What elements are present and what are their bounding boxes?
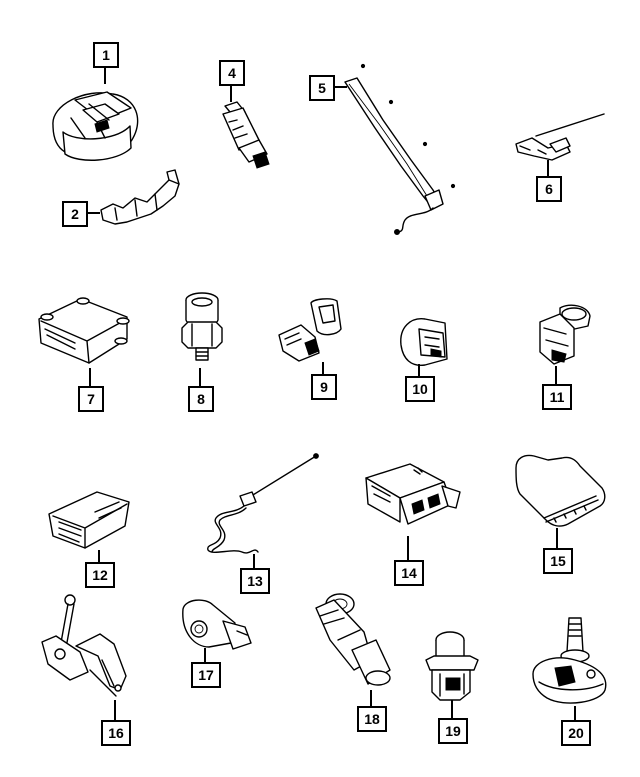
callout-1[interactable]: 1 — [93, 42, 119, 68]
part-20-illustration — [532, 617, 607, 704]
part-4-connector-sensor — [215, 100, 275, 180]
callout-16[interactable]: 16 — [101, 720, 131, 746]
part-18-sensor-assembly — [298, 590, 398, 700]
callout-13[interactable]: 13 — [240, 568, 270, 594]
part-2-illustration — [100, 169, 180, 225]
part-17-cam-sensor — [175, 595, 260, 655]
part-2-bracket — [95, 169, 185, 230]
part-13-wire-sensor — [198, 448, 328, 563]
callout-15[interactable]: 15 — [543, 548, 573, 574]
callout-4[interactable]: 4 — [219, 60, 245, 86]
part-9-illustration — [278, 298, 342, 362]
part-1-illustration — [52, 91, 139, 161]
callout-8[interactable]: 8 — [188, 386, 214, 412]
part-4-illustration — [222, 101, 270, 169]
part-16-illustration — [41, 594, 127, 697]
part-12-illustration — [48, 491, 130, 549]
callout-5[interactable]: 5 — [309, 75, 335, 101]
callout-17[interactable]: 17 — [191, 662, 221, 688]
callout-9[interactable]: 9 — [311, 374, 337, 400]
callout-11[interactable]: 11 — [542, 384, 572, 410]
part-8-illustration — [181, 292, 223, 361]
part-12-engine-control-module — [45, 488, 135, 553]
part-11-illustration — [539, 304, 591, 365]
part-17-illustration — [182, 599, 252, 650]
callout-20[interactable]: 20 — [561, 720, 591, 746]
callout-6[interactable]: 6 — [536, 176, 562, 202]
part-13-illustration — [207, 453, 319, 554]
part-10-illustration — [400, 318, 448, 366]
part-1-sensor-housing — [45, 80, 145, 170]
part-15-illustration — [515, 454, 606, 527]
callout-12[interactable]: 12 — [85, 562, 115, 588]
part-19-plug-sensor — [420, 630, 485, 705]
part-5-illustration — [344, 63, 456, 235]
part-15-cover-pad — [510, 448, 610, 533]
part-7-control-module — [35, 295, 135, 370]
part-11-dome-sensor — [530, 300, 600, 370]
part-19-illustration — [425, 631, 479, 701]
callout-14[interactable]: 14 — [394, 560, 424, 586]
callout-7[interactable]: 7 — [78, 386, 104, 412]
part-6-illustration — [515, 113, 605, 161]
part-14-connector-module — [360, 460, 465, 540]
part-7-illustration — [38, 297, 130, 364]
part-5-sensor-strip — [335, 60, 465, 240]
part-6-antenna-sensor — [512, 110, 612, 170]
part-20-tire-pressure-sensor — [525, 612, 615, 712]
part-9-tab-connector — [275, 295, 350, 365]
part-10-round-sensor — [395, 315, 455, 370]
part-18-illustration — [315, 593, 391, 686]
part-16-linkage-sensor — [30, 590, 135, 710]
callout-10[interactable]: 10 — [405, 376, 435, 402]
callout-19[interactable]: 19 — [438, 718, 468, 744]
part-8-pressure-sensor — [178, 290, 228, 370]
callout-18[interactable]: 18 — [357, 706, 387, 732]
part-14-illustration — [365, 463, 461, 525]
callout-2[interactable]: 2 — [62, 201, 88, 227]
